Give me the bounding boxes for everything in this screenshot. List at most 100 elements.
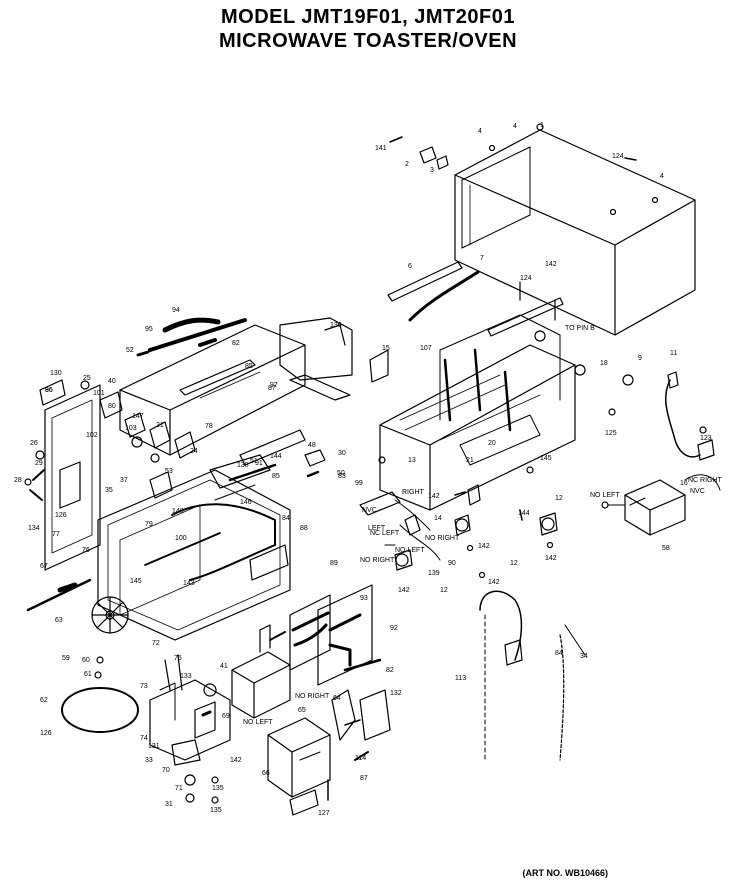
door-frame <box>97 469 291 641</box>
fan-motor <box>267 689 391 816</box>
part-label: 51 <box>250 458 258 465</box>
diagram-title-product: MICROWAVE TOASTER/OVEN <box>218 30 518 52</box>
power-cord <box>608 371 715 461</box>
part-label: 144 <box>518 510 530 517</box>
wire-label: TO PIN B <box>565 325 595 332</box>
art-number: (ART NO. WB10466) <box>522 868 608 878</box>
wire-label: NO LEFT <box>243 719 273 726</box>
part-label: 66 <box>262 770 270 777</box>
part-label: 62 <box>40 697 48 704</box>
part-label: 1 <box>540 122 544 129</box>
part-label: 142 <box>230 757 242 764</box>
part-label: 52 <box>126 347 134 354</box>
bracket-plates <box>279 317 353 401</box>
part-label: 30 <box>338 450 346 457</box>
part-label: 73 <box>140 683 148 690</box>
part-label: 127 <box>318 810 330 817</box>
part-label: 124 <box>612 153 624 160</box>
part-label: 91 <box>255 460 263 467</box>
part-label: 41 <box>220 663 228 670</box>
part-label: 7 <box>480 255 484 262</box>
part-label: 34 <box>580 653 588 660</box>
part-label: 25 <box>83 375 91 382</box>
part-label: 142 <box>545 261 557 268</box>
part-label: 124 <box>520 275 532 282</box>
part-label: 123 <box>700 435 712 442</box>
part-label: 142 <box>488 579 500 586</box>
part-label: 114 <box>355 755 366 762</box>
part-label: 85 <box>272 473 280 480</box>
part-label: 89 <box>330 560 338 567</box>
part-label: 80 <box>108 403 116 410</box>
wire-label: NO RIGHT <box>295 693 330 700</box>
wire-label: NVC <box>690 488 705 495</box>
part-label: 4 <box>478 128 482 135</box>
part-label: 101 <box>93 390 105 397</box>
part-label: 12 <box>555 495 563 502</box>
magnetron <box>231 624 291 719</box>
part-label: 140 <box>172 508 184 515</box>
wire-label: NC RIGHT <box>688 477 723 484</box>
part-label: 63 <box>55 617 63 624</box>
part-label: 134 <box>28 525 40 532</box>
part-label: 74 <box>140 735 148 742</box>
part-label: 31 <box>165 801 173 808</box>
part-label: 33 <box>145 757 153 764</box>
part-label: 40 <box>108 378 116 385</box>
wire-label: NO RIGHT <box>425 535 460 542</box>
part-label: 95 <box>145 326 153 333</box>
part-label: 132 <box>390 690 402 697</box>
part-label: 87 <box>360 775 368 782</box>
part-label: 13 <box>408 457 416 464</box>
part-label: 15 <box>382 345 390 352</box>
part-label: 102 <box>86 432 98 439</box>
part-label: 61 <box>84 671 92 678</box>
part-label: 67 <box>40 563 48 570</box>
part-label: 138 <box>237 462 249 469</box>
part-label: 14 <box>434 515 442 522</box>
part-label: 12 <box>510 560 518 567</box>
part-label: 21 <box>156 422 164 429</box>
part-label: 71 <box>175 785 183 792</box>
part-label: 107 <box>420 345 432 352</box>
part-label: 86 <box>45 387 53 394</box>
part-label: 92 <box>390 625 398 632</box>
side-rails <box>387 261 564 342</box>
part-label: 16 <box>680 480 688 487</box>
part-label: 84 <box>555 650 563 657</box>
part-label: 94 <box>172 307 180 314</box>
part-label: 60 <box>82 657 90 664</box>
part-label: 103 <box>125 425 137 432</box>
part-label: 133 <box>180 673 192 680</box>
part-label: 21 <box>466 457 474 464</box>
part-label: 76 <box>82 547 90 554</box>
wire-label: NO RIGHT <box>360 557 395 564</box>
part-label: 135 <box>210 807 222 814</box>
part-label: 136 <box>330 322 342 329</box>
part-label: 12 <box>440 587 448 594</box>
part-label: 50 <box>337 470 345 477</box>
part-label: 84 <box>282 515 290 522</box>
part-label: 77 <box>52 531 60 538</box>
part-label: 126 <box>40 730 52 737</box>
stirrer-fan <box>26 578 129 679</box>
part-label: 143 <box>183 580 195 587</box>
part-label: 72 <box>152 640 160 647</box>
part-label: 24 <box>190 448 198 455</box>
part-label: 142 <box>398 587 410 594</box>
part-label: 130 <box>50 370 62 377</box>
part-label: 59 <box>62 655 70 662</box>
part-label: 64 <box>333 695 341 702</box>
part-label: 146 <box>240 499 252 506</box>
diagram-title-model: MODEL JMT19F01, JMT20F01 <box>221 6 515 28</box>
part-label: 58 <box>662 545 670 552</box>
transformer <box>601 474 721 536</box>
part-label: 145 <box>130 578 142 585</box>
part-label: 6 <box>408 263 412 270</box>
part-label: 93 <box>360 595 368 602</box>
part-label: 147 <box>132 413 144 420</box>
part-label: 126 <box>55 512 67 519</box>
part-label: 125 <box>605 430 617 437</box>
interlock-switches <box>99 391 326 501</box>
part-label: 145 <box>540 455 552 462</box>
